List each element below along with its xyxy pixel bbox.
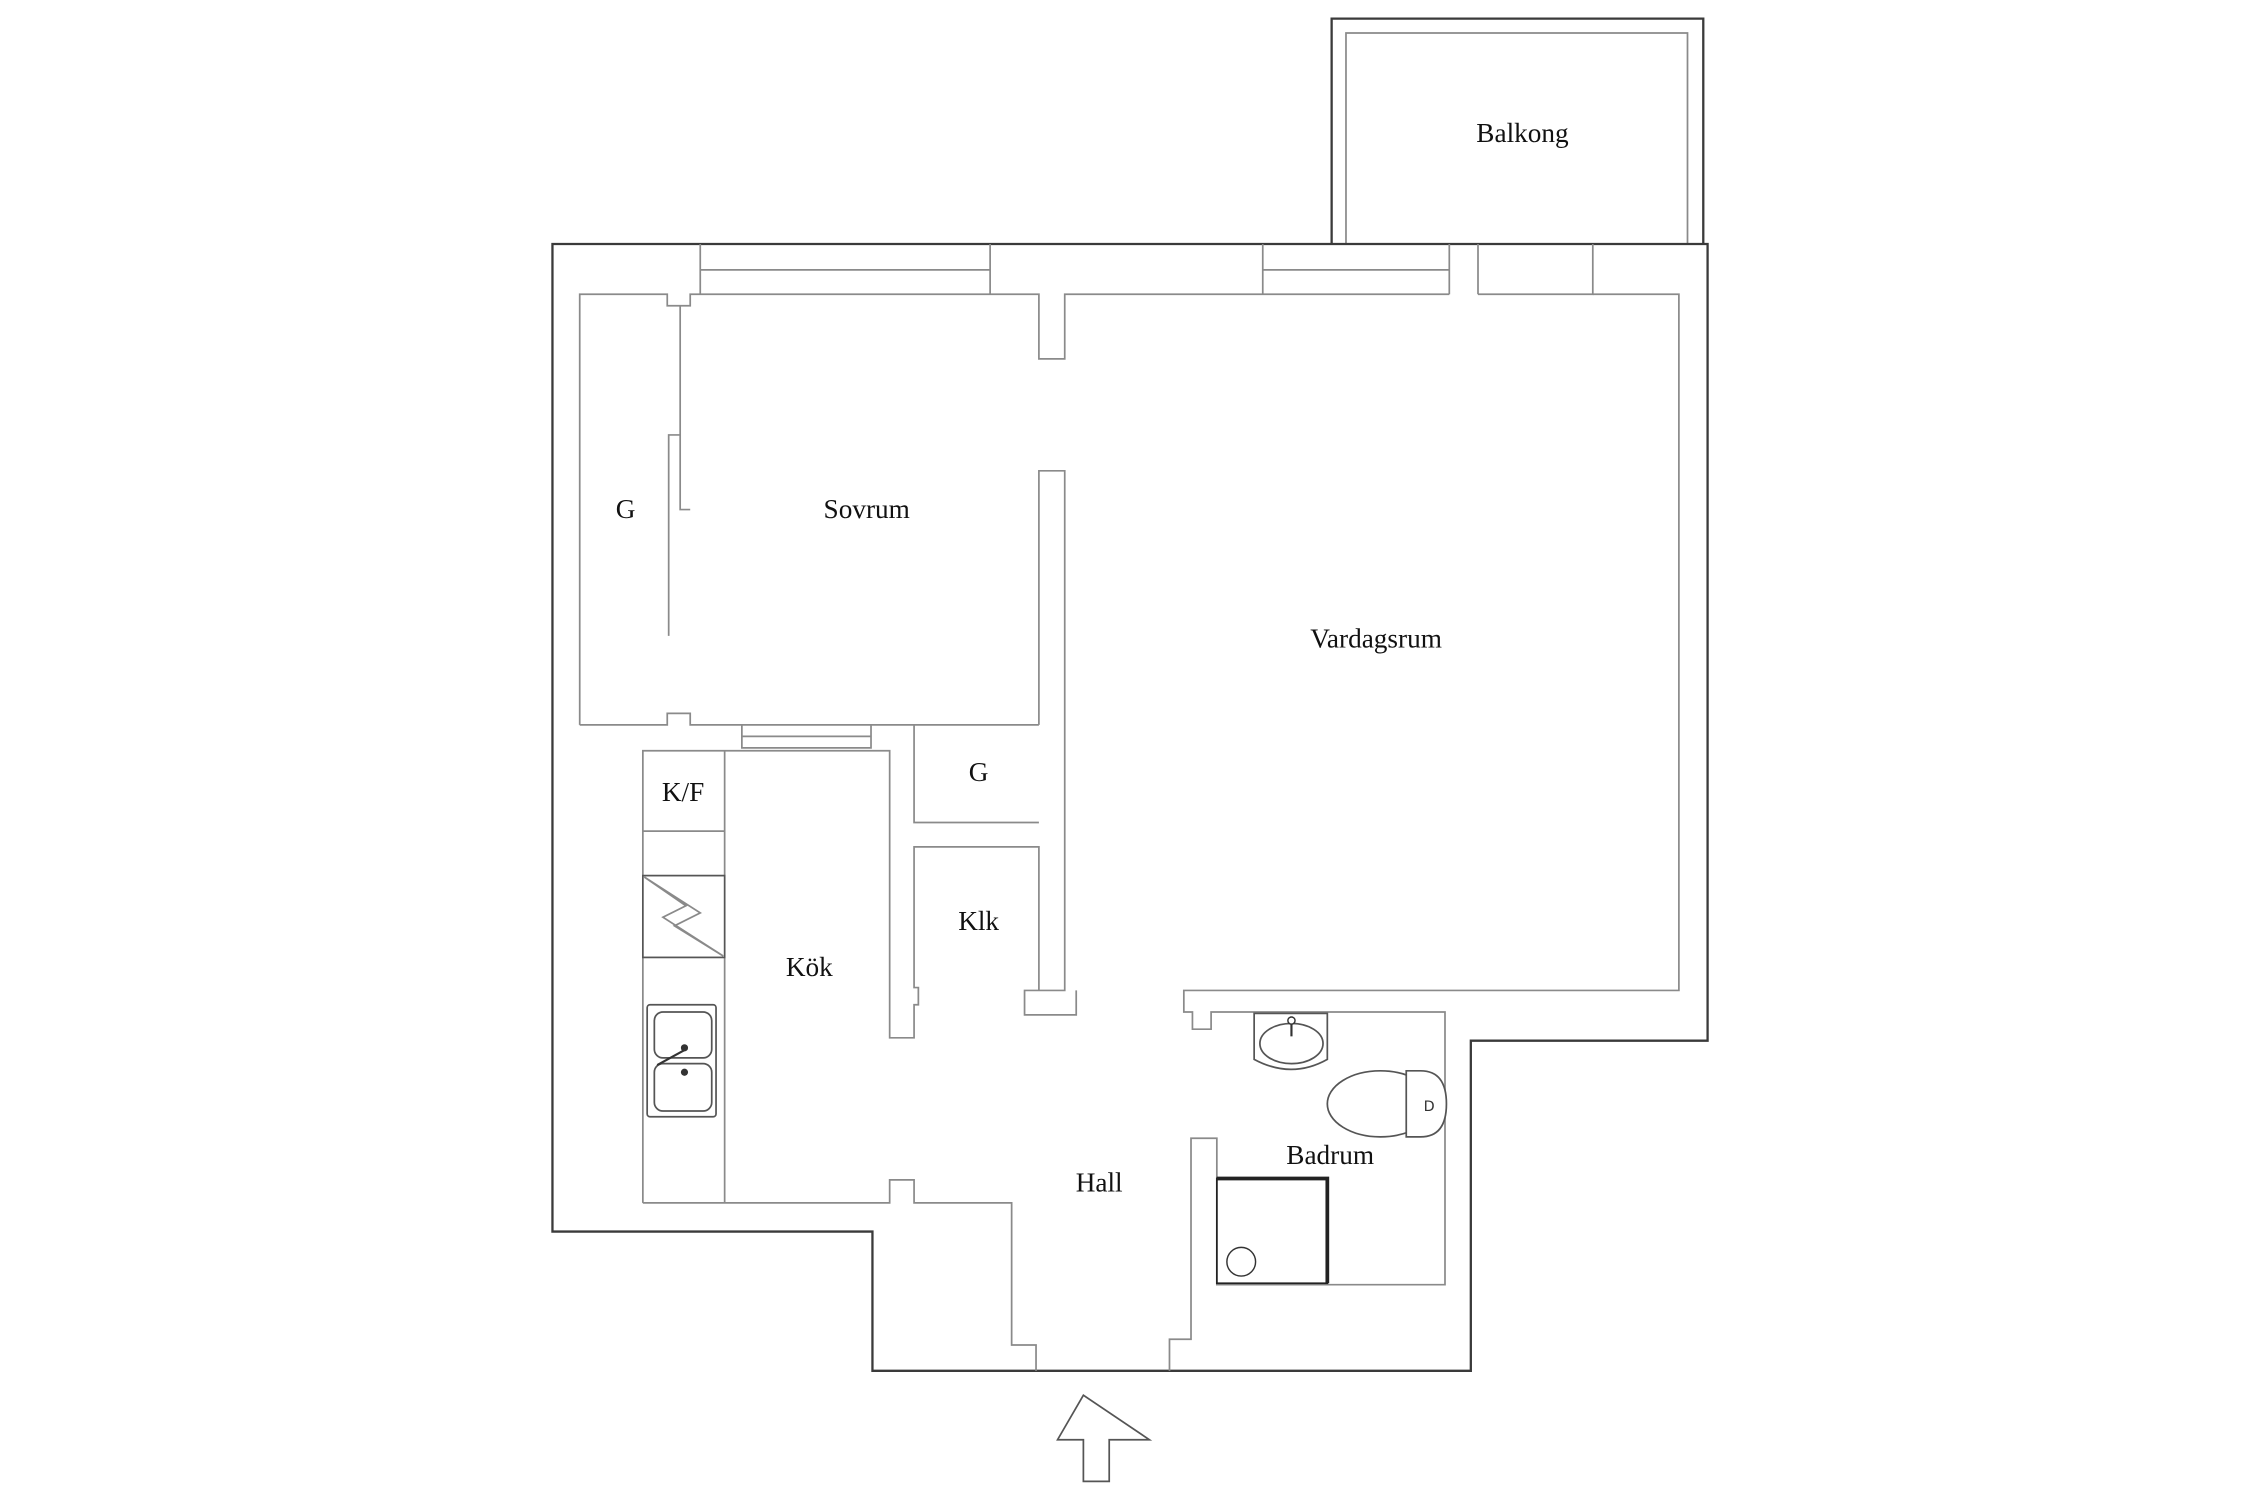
- shower: [1215, 1176, 1330, 1285]
- room-label-garderob-hall: G: [969, 757, 989, 787]
- room-label-garderob-sovrum: G: [616, 494, 636, 524]
- toilet: D: [1326, 1069, 1448, 1138]
- room-label-hall: Hall: [1076, 1167, 1123, 1197]
- room-label-balkong: Balkong: [1476, 118, 1569, 148]
- room-label-vardagsrum: Vardagsrum: [1310, 623, 1442, 653]
- room-label-badrum: Badrum: [1286, 1140, 1374, 1170]
- arrow-up-icon: [1056, 1393, 1153, 1483]
- washbasin: [1253, 1012, 1329, 1071]
- double-sink: [646, 1003, 717, 1118]
- balcony: [1330, 17, 1705, 245]
- outer-wall: [551, 242, 1709, 1372]
- inner-walls: [578, 244, 1680, 1371]
- stove: [641, 874, 726, 959]
- room-label-sovrum: Sovrum: [824, 494, 910, 524]
- room-label-kyl-frys: K/F: [662, 777, 704, 807]
- room-label-klk: Klk: [958, 906, 999, 936]
- svg-text:D: D: [1424, 1099, 1435, 1115]
- room-label-kok: Kök: [786, 952, 833, 982]
- windows: [699, 244, 1479, 295]
